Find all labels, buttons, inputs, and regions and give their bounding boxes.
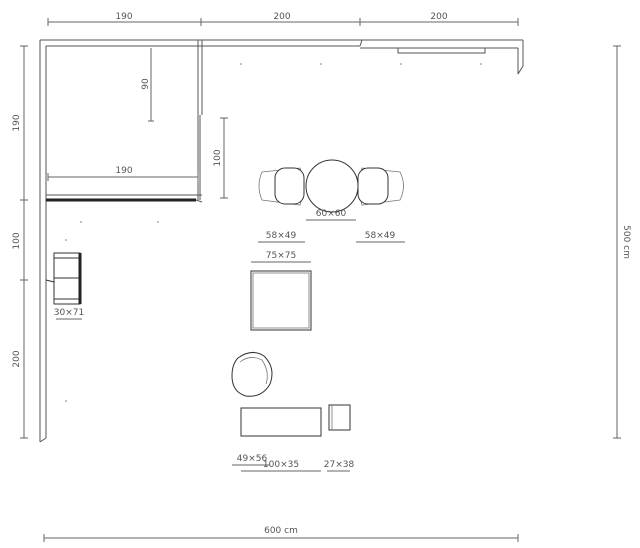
- round-table: [305, 159, 359, 213]
- inner-room-walls: [46, 40, 203, 203]
- top-dimension-lines: [47, 18, 519, 26]
- square-table-label: 75×75: [266, 251, 296, 261]
- wall-segment-label: 100: [213, 149, 223, 166]
- left-dimension-lines: [20, 45, 28, 439]
- round-table-label: 60×60: [316, 209, 347, 219]
- side-table-label: 27×38: [324, 460, 355, 470]
- room-height-label: 90: [141, 78, 151, 90]
- living-dimension-lines: [232, 464, 350, 472]
- chair-right-label: 58×49: [365, 231, 396, 241]
- dim-left-middle-label: 100: [12, 232, 22, 249]
- reference-dots: [65, 63, 482, 402]
- wall-shelf: [45, 252, 82, 305]
- armchair: [231, 352, 273, 397]
- dim-bottom-total-label: 600 cm: [264, 526, 298, 536]
- square-table: [250, 270, 312, 331]
- dining-chair-right: [357, 167, 404, 206]
- dim-left-lower-label: 200: [12, 350, 22, 367]
- chair-left-label: 58×49: [266, 231, 297, 241]
- sofa: [240, 407, 322, 437]
- dim-left-upper-label: 190: [12, 114, 22, 131]
- dim-top-middle-label: 200: [273, 12, 290, 22]
- shelf-label: 30×71: [54, 308, 84, 318]
- dim-top-right-label: 200: [430, 12, 447, 22]
- dining-dimension-lines: [258, 219, 405, 243]
- right-dimension-line: [613, 45, 621, 439]
- room-interior-dimensions: [47, 48, 228, 199]
- outer-walls: [39, 39, 524, 443]
- side-table: [328, 404, 351, 431]
- bottom-dimension-line: [43, 534, 519, 542]
- sofa-label: 100×35: [263, 460, 299, 470]
- dim-top-left-label: 190: [115, 12, 132, 22]
- dining-chair-left: [258, 167, 305, 206]
- dim-right-total-label: 500 cm: [621, 225, 631, 259]
- room-width-label: 190: [115, 166, 132, 176]
- armchair-label: 49×56: [237, 454, 268, 464]
